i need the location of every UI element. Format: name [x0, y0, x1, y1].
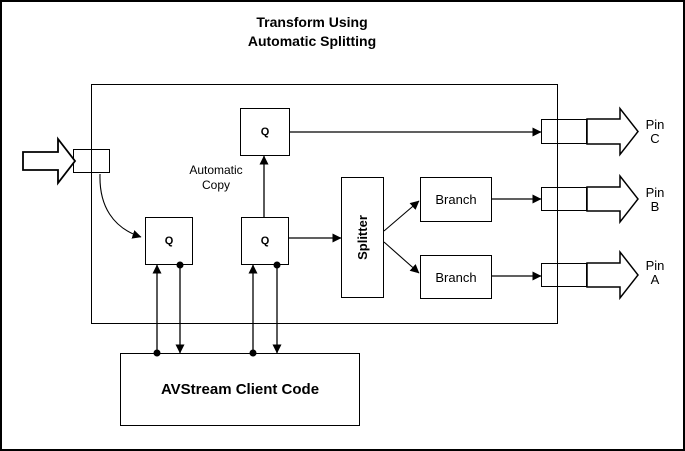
filter-boundary-box	[91, 84, 558, 324]
automatic-copy-label-line2: Copy	[201, 178, 230, 192]
pin-b-label: Pin B	[636, 186, 674, 214]
queue-box-transform: Q	[241, 217, 289, 265]
diagram-title-line2: Automatic Splitting	[247, 33, 377, 49]
queue-box-input-label: Q	[164, 235, 174, 247]
input-stream-arrow-shape	[22, 136, 77, 186]
client-code-box: AVStream Client Code	[120, 353, 360, 426]
branch-box-top: Branch	[420, 177, 492, 222]
queue-box-transform-label: Q	[260, 235, 270, 247]
branch-box-bottom-label: Branch	[435, 269, 477, 285]
branch-box-bottom: Branch	[420, 255, 492, 299]
pin-a-frame-cell	[541, 263, 587, 287]
pin-c-label-line1: Pin	[645, 117, 665, 132]
automatic-copy-label: Automatic Copy	[171, 163, 261, 193]
pin-c-frame-cell	[541, 119, 587, 144]
pin-c-label: Pin C	[636, 118, 674, 146]
queue-box-input: Q	[145, 217, 193, 265]
input-frame-cell	[73, 149, 110, 173]
diagram-title-line1: Transform Using	[256, 14, 368, 30]
splitter-box-label: Splitter	[355, 215, 371, 260]
client-code-box-label: AVStream Client Code	[160, 381, 320, 398]
pin-a-arrow-shape	[586, 249, 639, 301]
queue-box-copy-label: Q	[260, 126, 270, 138]
pin-c-label-line2: C	[650, 131, 660, 146]
automatic-copy-label-line1: Automatic	[189, 163, 243, 177]
branch-box-top-label: Branch	[435, 192, 477, 207]
pin-a-label: Pin A	[636, 259, 674, 287]
pin-b-label-line2: B	[650, 199, 660, 214]
queue-box-copy: Q	[240, 108, 290, 156]
diagram-title: Transform Using Automatic Splitting	[162, 13, 462, 51]
pin-c-arrow-shape	[586, 106, 639, 157]
pin-b-label-line1: Pin	[645, 185, 665, 200]
pin-b-arrow-shape	[586, 173, 639, 225]
pin-a-label-line1: Pin	[645, 258, 665, 273]
pin-b-frame-cell	[541, 187, 587, 211]
splitter-box: Splitter	[341, 177, 384, 298]
pin-a-label-line2: A	[650, 272, 660, 287]
